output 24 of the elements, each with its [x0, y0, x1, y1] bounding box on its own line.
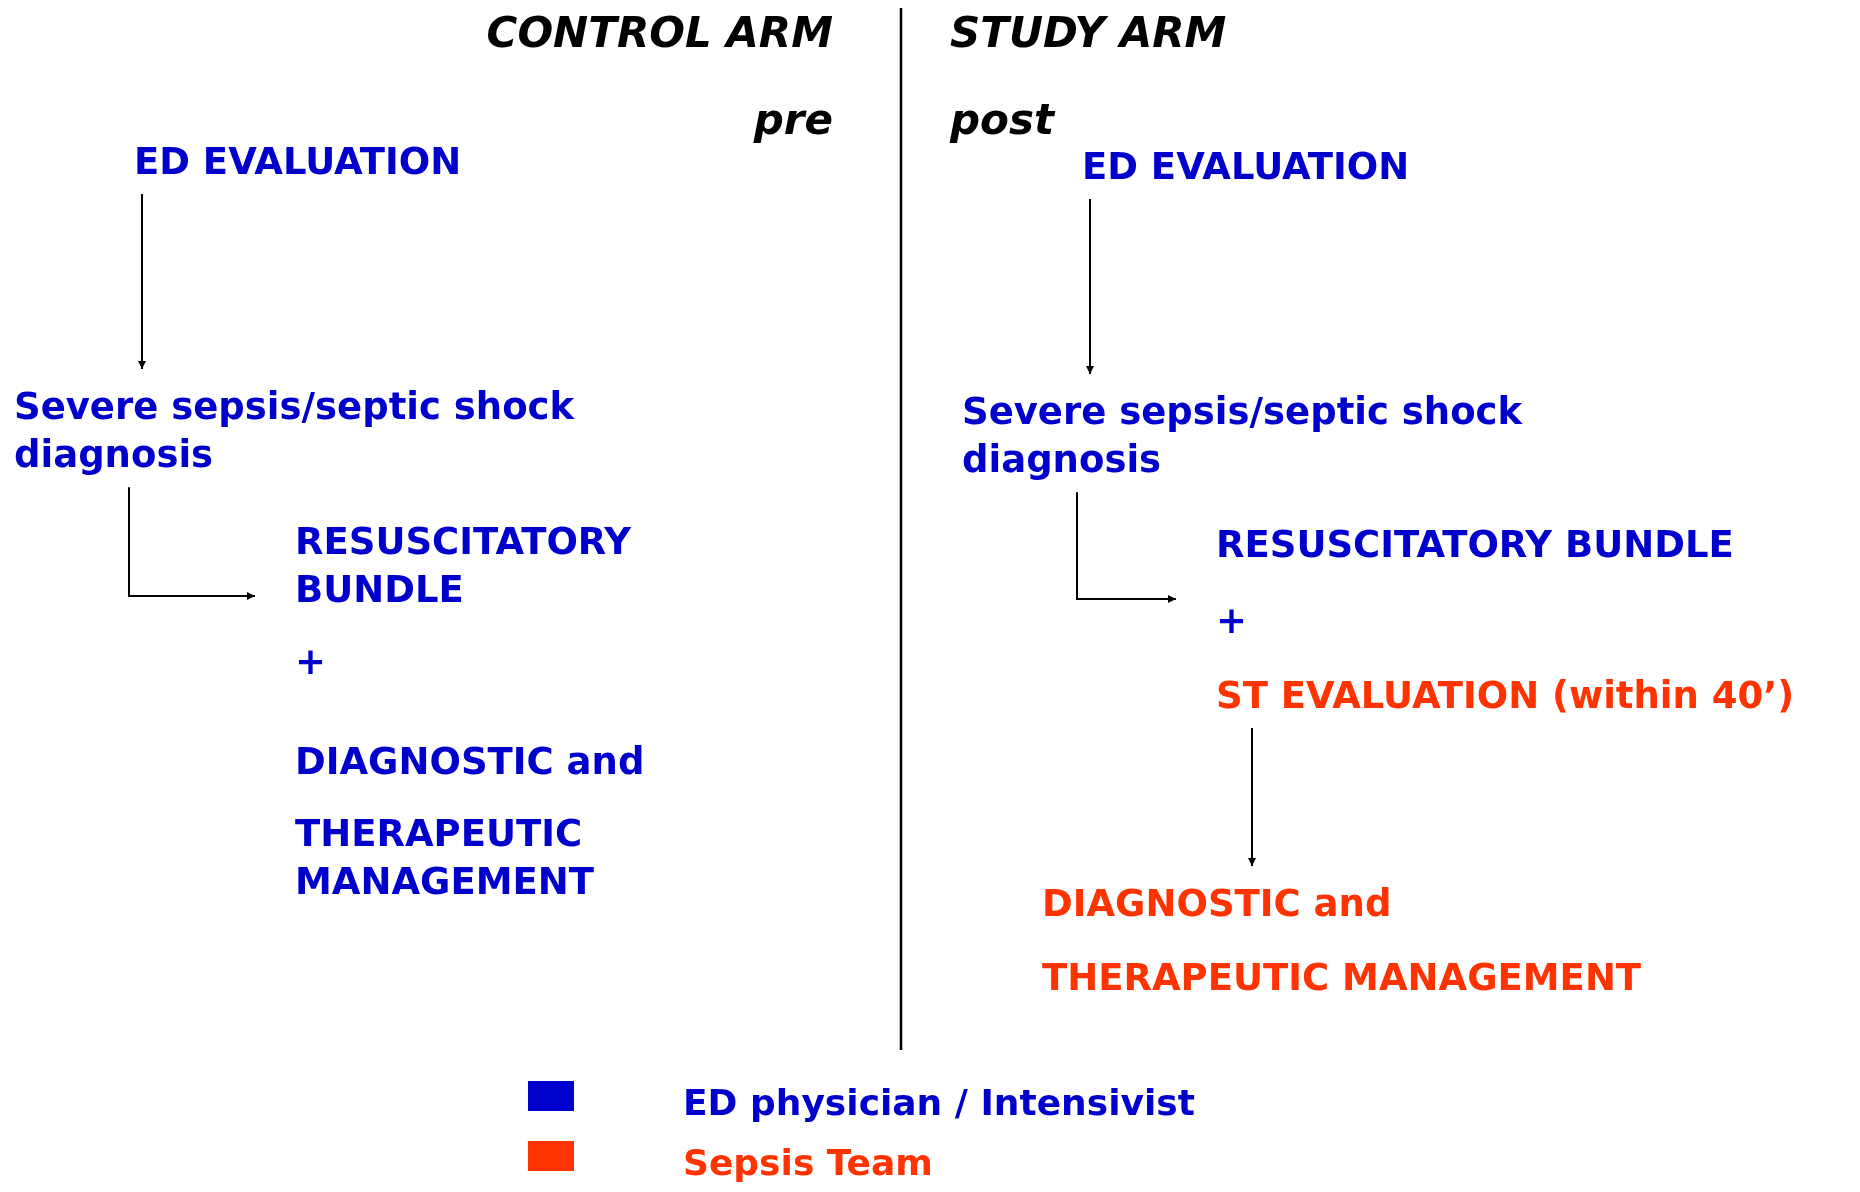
step-text: ED EVALUATION [1082, 144, 1410, 190]
step-text: DIAGNOSTIC and [1042, 881, 1393, 927]
plus-sign: + [1216, 598, 1248, 645]
arrow [128, 486, 256, 600]
arrow [1248, 727, 1256, 867]
plus-sign: + [295, 639, 327, 686]
step-text: RESUSCITATORY BUNDLE [1216, 522, 1734, 568]
step-text: THERAPEUTIC MANAGEMENT [1042, 955, 1642, 1002]
arm-heading: CONTROL ARM [486, 8, 833, 57]
arrow [1076, 491, 1177, 603]
step-text: THERAPEUTIC MANAGEMENT [295, 811, 595, 906]
step-text: Severe sepsis/septic shock diagnosis [962, 389, 1524, 484]
step-text: Severe sepsis/septic shock diagnosis [14, 384, 576, 479]
phase-label: pre [753, 95, 833, 144]
step-text: ST EVALUATION (within 40’) [1216, 673, 1795, 719]
step-text: ED EVALUATION [134, 139, 462, 185]
arrow [1086, 198, 1094, 375]
step-text: RESUSCITATORY BUNDLE [295, 519, 633, 614]
arrow [138, 193, 146, 370]
legend-text: Sepsis Team [683, 1142, 933, 1183]
arm-heading: STUDY ARM [950, 8, 1227, 57]
step-text: DIAGNOSTIC and [295, 739, 646, 786]
legend-text: ED physician / Intensivist [683, 1082, 1195, 1123]
phase-label: post [950, 95, 1054, 144]
